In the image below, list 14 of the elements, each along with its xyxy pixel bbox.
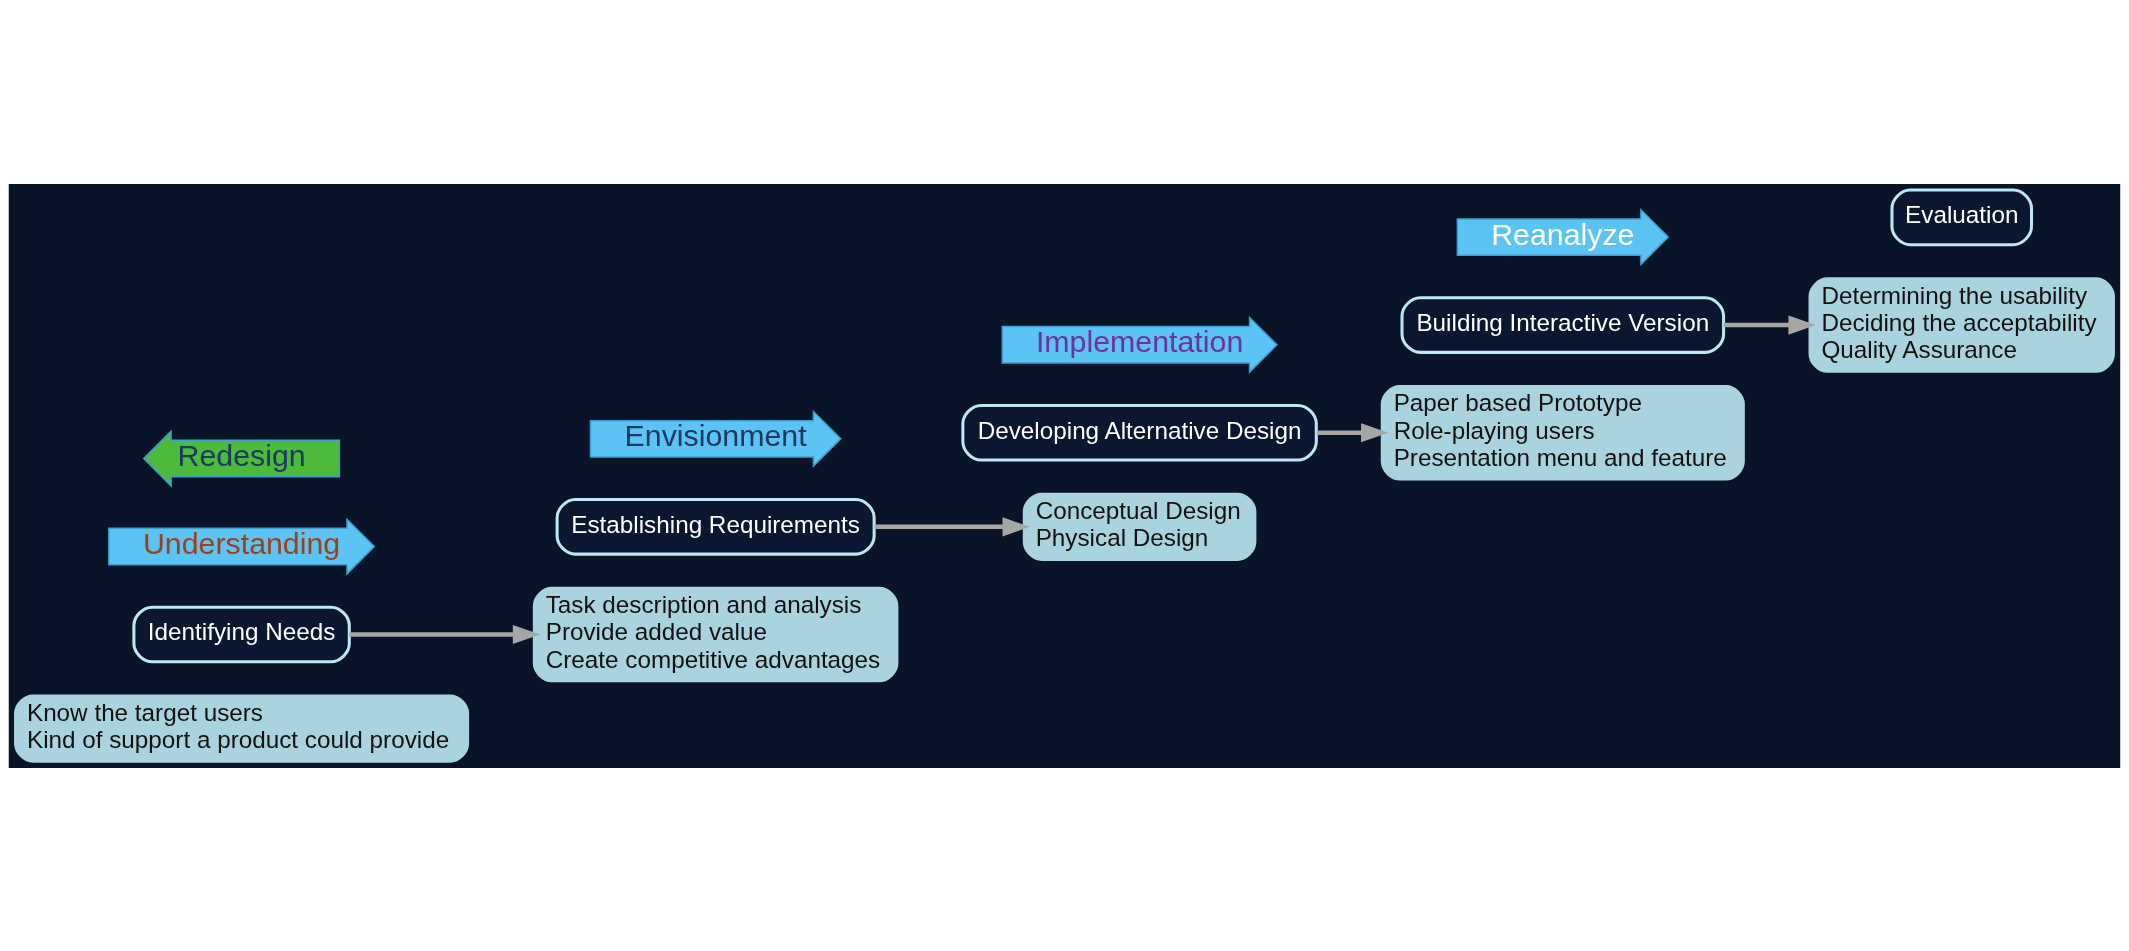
node-box: Establishing Requirements: [555, 497, 876, 556]
node-box: Task description and analysis Provide added value Create competitive advantages: [532, 586, 899, 682]
node-box: Evaluation: [1890, 188, 2034, 246]
node-box: Determining the usability Deciding the acceptability Quality Assurance: [1808, 276, 2115, 373]
node-box: Developing Alternative Design: [961, 403, 1318, 462]
arrow: [874, 516, 1030, 536]
node-box: Building Interactive Version: [1400, 295, 1726, 354]
node-box: Know the target users Kind of support a product could provide: [14, 693, 470, 763]
arrow: [349, 624, 541, 644]
arrow: [1316, 422, 1389, 442]
node-box: Identifying Needs: [132, 605, 351, 663]
node-box: Conceptual Design Physical Design: [1022, 492, 1257, 561]
node-box: Paper based Prototype Role-playing users Presentation menu and feature: [1380, 384, 1745, 481]
arrow: [1723, 315, 1816, 335]
